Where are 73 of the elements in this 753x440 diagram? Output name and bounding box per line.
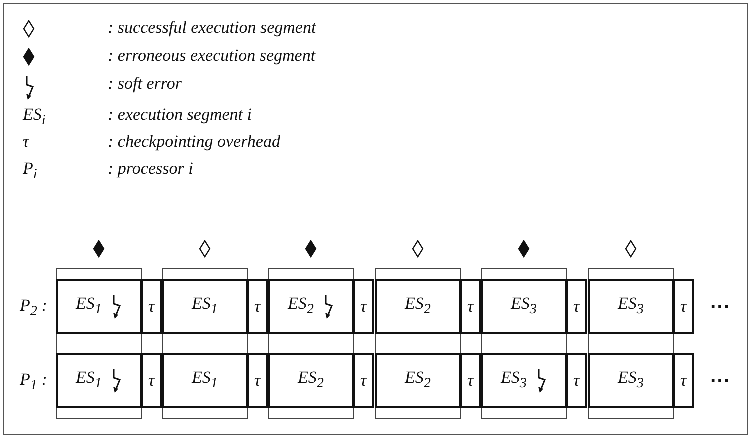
row-label: P$_{2}$ : <box>20 296 48 320</box>
overhead-symbol: τ <box>360 296 367 316</box>
overhead-symbol: τ <box>573 296 580 316</box>
legend-text: : erroneous execution segment <box>108 46 316 66</box>
segment-cell <box>268 279 354 334</box>
segment-label: ES$_{2}$ <box>405 368 431 393</box>
overhead-cell <box>566 353 587 408</box>
row-label: P$_{1}$ : <box>20 370 48 394</box>
segment-cell <box>481 353 567 408</box>
segment-cell <box>56 279 142 334</box>
segment-label: ES$_{1}$ <box>76 294 102 319</box>
overhead-symbol: τ <box>360 370 367 390</box>
symbol-label: P$_{i}$ <box>23 159 38 184</box>
column-outline <box>588 268 674 419</box>
filled-diamond <box>93 240 105 258</box>
column-outline <box>268 268 354 419</box>
hollow-diamond <box>625 240 637 258</box>
column-outline <box>56 268 142 419</box>
segment-cell <box>588 279 674 334</box>
overhead-symbol: τ <box>254 370 261 390</box>
segment-cell <box>162 353 248 408</box>
overhead-symbol: τ <box>148 296 155 316</box>
segment-label: ES$_{3}$ <box>618 368 644 393</box>
overhead-cell <box>460 279 481 334</box>
hollow-diamond <box>412 240 424 258</box>
segment-cell <box>588 353 674 408</box>
overhead-symbol: τ <box>148 370 155 390</box>
filled-diamond <box>518 240 530 258</box>
segment-label: ES$_{3}$ <box>511 294 537 319</box>
filled-diamond <box>305 240 317 258</box>
legend-text: : execution segment i <box>108 105 252 125</box>
segment-label: ES$_{2}$ <box>288 294 314 319</box>
segment-cell <box>375 279 461 334</box>
overhead-cell <box>353 353 374 408</box>
segment-label: ES$_{2}$ <box>298 368 324 393</box>
legend-text: : processor i <box>108 159 194 179</box>
segment-cell <box>268 353 354 408</box>
column-outline <box>162 268 248 419</box>
ellipsis: ⋯ <box>710 369 730 393</box>
segment-label: ES$_{2}$ <box>405 294 431 319</box>
segment-label: ES$_{1}$ <box>76 368 102 393</box>
overhead-cell <box>247 279 268 334</box>
column-outline <box>481 268 567 419</box>
overhead-cell <box>141 353 162 408</box>
overhead-cell <box>247 353 268 408</box>
segment-cell <box>375 353 461 408</box>
overhead-cell <box>460 353 481 408</box>
segment-label: ES$_{1}$ <box>192 368 218 393</box>
overhead-symbol: τ <box>467 296 474 316</box>
overhead-cell <box>566 279 587 334</box>
legend-text: : successful execution segment <box>108 18 316 38</box>
overhead-symbol: τ <box>254 296 261 316</box>
segment-cell <box>56 353 142 408</box>
segment-label: ES$_{3}$ <box>501 368 527 393</box>
overhead-cell <box>673 279 694 334</box>
overhead-symbol: τ <box>573 370 580 390</box>
segment-cell <box>162 279 248 334</box>
overhead-symbol: τ <box>680 370 687 390</box>
segment-label: ES$_{3}$ <box>618 294 644 319</box>
ellipsis: ⋯ <box>710 295 730 319</box>
overhead-cell <box>141 279 162 334</box>
overhead-cell <box>673 353 694 408</box>
overhead-symbol: τ <box>467 370 474 390</box>
symbol-label: τ <box>23 132 30 152</box>
segment-label: ES$_{1}$ <box>192 294 218 319</box>
segment-cell <box>481 279 567 334</box>
hollow-diamond <box>199 240 211 258</box>
overhead-cell <box>353 279 374 334</box>
legend-text: : soft error <box>108 74 182 94</box>
legend-text: : checkpointing overhead <box>108 132 280 152</box>
overhead-symbol: τ <box>680 296 687 316</box>
column-outline <box>375 268 461 419</box>
symbol-label: ES$_{i}$ <box>23 105 46 130</box>
